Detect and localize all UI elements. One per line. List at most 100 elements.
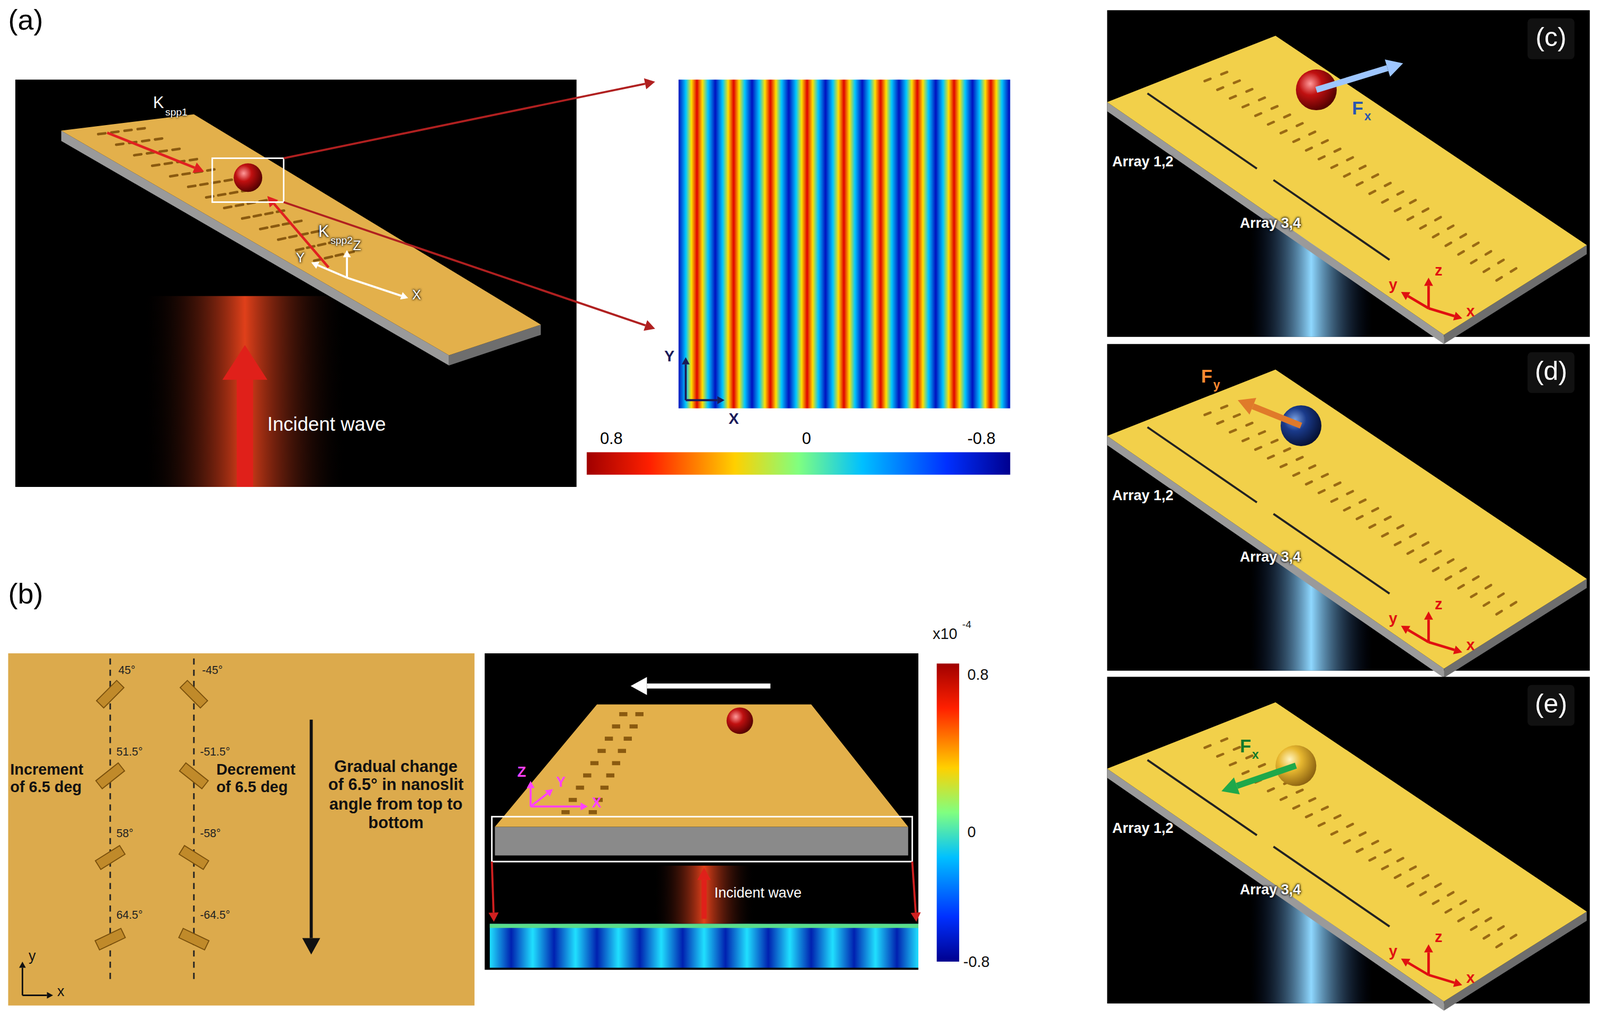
force-arrow-shaft — [1236, 765, 1296, 786]
wavevector-subscript: spp1 — [165, 105, 188, 118]
nanoslit — [190, 158, 198, 160]
nanoslit — [1334, 148, 1340, 152]
nanoslit — [1384, 849, 1391, 853]
nanoslit — [180, 680, 208, 708]
zoom-leader-shaft — [283, 83, 646, 159]
array-label: Array 3,4 — [1239, 548, 1301, 565]
nanoslit — [1234, 80, 1240, 83]
particle — [726, 707, 754, 734]
array-label: Array 3,4 — [1239, 880, 1301, 898]
zoom-leader — [283, 201, 656, 331]
nanoslit — [1397, 191, 1403, 195]
array-label: Array 3,4 — [1239, 214, 1301, 231]
nanoslit — [1230, 95, 1237, 98]
axis-label: Y — [664, 346, 675, 365]
nanoslit — [561, 809, 570, 815]
nanoslit — [1306, 814, 1312, 817]
field-map-surface — [489, 923, 919, 928]
motion-arrow-shaft — [647, 683, 771, 689]
axis-arrow-shaft — [1408, 629, 1429, 642]
nanoslit — [335, 254, 343, 256]
nanoslit — [294, 220, 302, 223]
nanoslit — [1498, 593, 1504, 597]
nanoslit — [1420, 891, 1426, 896]
axis-arrow-shaft — [1427, 619, 1430, 642]
panel-label: (c) — [1527, 22, 1575, 53]
axis-arrow — [1400, 291, 1429, 309]
nanoslit — [1435, 217, 1441, 221]
nanoslit — [588, 809, 597, 815]
nanoslit — [111, 131, 119, 133]
nanoslit — [1356, 848, 1363, 852]
particle — [233, 163, 263, 192]
force-label: F — [1239, 735, 1251, 757]
nanoslit — [1242, 771, 1249, 774]
panel-background — [15, 79, 577, 487]
incident-arrow-shaft — [701, 879, 708, 919]
nanoslit — [1258, 97, 1265, 101]
nanoslit — [1293, 472, 1299, 476]
nanoslit — [1293, 805, 1299, 809]
incident-arrow — [236, 377, 254, 487]
zoom-leader-shaft — [912, 861, 916, 913]
nanoslit — [1344, 173, 1350, 177]
axis-arrow-head — [1424, 943, 1434, 952]
nanoslit — [1372, 840, 1378, 844]
nanoslit — [1410, 200, 1416, 203]
force-arrow-shaft — [1316, 67, 1388, 90]
gold-film — [1106, 702, 1587, 1002]
nanoslit — [1511, 268, 1517, 272]
zoom-leader-shaft — [283, 201, 646, 326]
nanoslit — [1309, 465, 1316, 469]
colorbar-scale: x10 — [932, 624, 958, 642]
panel-e — [1106, 676, 1590, 1010]
axis-arrow-shaft — [22, 994, 47, 996]
force-subscript: y — [1213, 378, 1221, 393]
nanoslit — [1395, 874, 1401, 878]
axis-arrow-head — [1424, 277, 1434, 286]
axis-arrow — [343, 249, 352, 278]
nanoslit — [155, 138, 163, 140]
nanoslit — [1395, 208, 1401, 211]
nanoslit — [224, 206, 231, 208]
nanoslit — [1258, 763, 1265, 767]
nanoslit — [1309, 798, 1316, 801]
zoom-leader-head — [644, 78, 656, 90]
force-subscript: x — [1364, 110, 1372, 125]
array-label: Array 1,2 — [1112, 486, 1174, 504]
field-map — [489, 923, 919, 968]
annotation: Gradual change of 6.5° in nanoslit angle… — [324, 757, 468, 833]
nanoslit — [179, 762, 209, 789]
nanoslit — [1397, 525, 1403, 529]
nanoslit — [1445, 576, 1452, 580]
zoom-leader-head — [488, 912, 499, 922]
nanoslit — [242, 217, 249, 219]
nanoslit — [95, 927, 126, 950]
nanoslit — [1242, 104, 1249, 108]
axis-arrow-head — [1424, 611, 1434, 620]
nanoslit — [224, 179, 232, 181]
nanoslit — [230, 191, 238, 193]
nanoslit — [1422, 874, 1428, 879]
axis-arrow-shaft — [529, 787, 532, 807]
axis-arrow — [1428, 641, 1463, 655]
nanoslit — [1331, 498, 1337, 502]
nanoslit — [1204, 412, 1211, 415]
axis-label: X — [591, 793, 602, 811]
nanoslit — [1360, 165, 1366, 169]
axis-arrow — [530, 802, 588, 811]
nanoslit — [1420, 225, 1426, 229]
gold-film — [1106, 35, 1587, 335]
tick-label: 0 — [801, 429, 811, 449]
force-label: F — [1352, 97, 1364, 120]
nanoslit — [97, 133, 105, 135]
nanoslit — [282, 222, 290, 225]
force-arrow-head — [1221, 776, 1240, 794]
nanoslit — [325, 256, 333, 258]
panel-a — [15, 78, 1010, 487]
axis-arrow — [685, 396, 725, 405]
axis-label: x — [1466, 301, 1476, 320]
nanoslit — [260, 227, 267, 230]
nanoslit — [1397, 857, 1403, 861]
axis-arrow — [22, 991, 53, 999]
